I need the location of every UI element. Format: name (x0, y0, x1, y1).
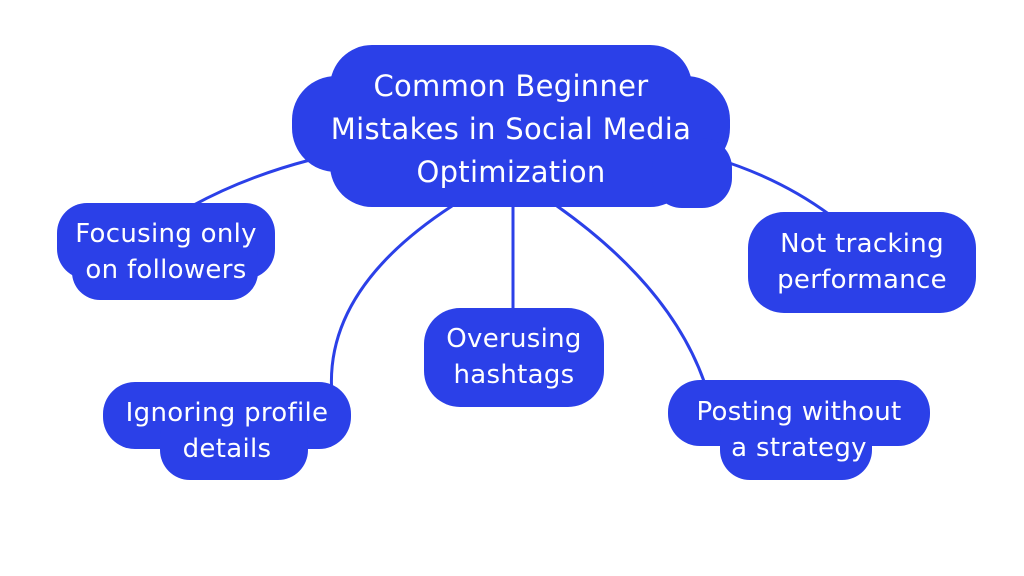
root-node-label-line: Optimization (416, 154, 606, 189)
node-label-line: details (182, 434, 272, 464)
node-label-line: Posting without (696, 397, 902, 427)
node-shape (72, 228, 258, 300)
connector-root-to-posting (555, 204, 708, 389)
node-label: Posting without a strategy (689, 394, 909, 466)
root-node-shape (652, 138, 732, 208)
node-label-line: Focusing only (75, 219, 257, 249)
root-node-label: Common Beginner Mistakes in Social Media… (306, 64, 716, 194)
connector-root-to-ignoring (329, 204, 454, 397)
node-label: Not tracking performance (752, 226, 972, 298)
node-label: Ignoring profile details (117, 395, 337, 467)
root-node-label-line: Mistakes in Social Media (330, 111, 692, 146)
node-shape (424, 308, 604, 407)
node-label-line: performance (777, 265, 947, 295)
connector-root-to-focusing (190, 158, 312, 208)
node-shape (160, 408, 308, 480)
node-shape (720, 406, 872, 480)
node-label: Overusing hashtags (404, 321, 624, 393)
node-label-line: on followers (85, 255, 247, 285)
node-label: Focusing only on followers (56, 216, 276, 288)
node-label-line: Ignoring profile (125, 398, 329, 428)
node-label-line: Not tracking (780, 229, 944, 259)
root-node-label-line: Common Beginner (373, 68, 649, 103)
node-shape (748, 212, 976, 313)
node-label-line: a strategy (731, 433, 867, 463)
node-label-line: Overusing (446, 324, 582, 354)
node-label-line: hashtags (453, 360, 575, 390)
